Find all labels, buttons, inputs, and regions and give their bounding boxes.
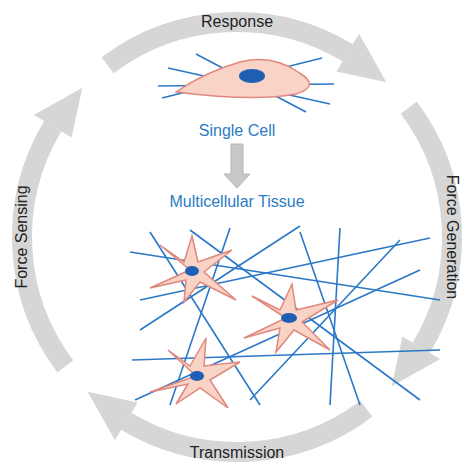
ring-arrowhead — [336, 34, 386, 82]
ring-arrowhead — [392, 336, 440, 386]
stage-label: Transmission — [190, 444, 285, 462]
node-label: Single Cell — [150, 121, 324, 140]
stage-label: Response — [201, 13, 273, 31]
single-cell-node: Single Cell — [150, 38, 324, 140]
tissue-nuclei — [185, 266, 297, 381]
stage-label: Force Sensing — [13, 185, 31, 288]
tissue-node: Multicellular Tissue — [108, 192, 366, 407]
tissue-fibers — [130, 226, 440, 405]
ring-arrowhead — [88, 392, 138, 440]
node-label: Multicellular Tissue — [108, 192, 366, 211]
ring-arrowhead — [34, 88, 82, 138]
fiber-lines — [158, 54, 334, 112]
cell-nucleus — [239, 69, 265, 83]
single-cell-body — [176, 60, 310, 98]
flow-arrow — [224, 144, 250, 188]
stage-label: Force Generation — [443, 175, 461, 300]
tissue-cells — [150, 236, 338, 408]
